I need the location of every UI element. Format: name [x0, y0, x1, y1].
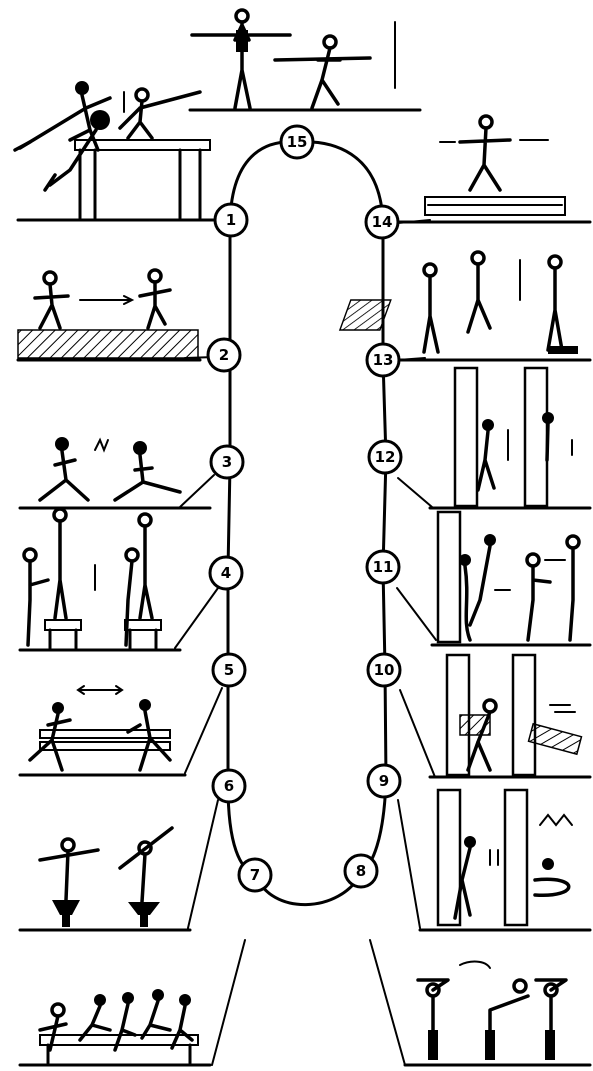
- panel-step-up-bench: [22, 507, 162, 650]
- station-15-label: 15: [287, 133, 308, 151]
- panel-stand-rotation: [416, 960, 568, 1060]
- panel-bench-hops: [38, 989, 199, 1065]
- station-8-label: 8: [356, 862, 366, 880]
- panel-beam-walk: [424, 114, 566, 216]
- station-13-label: 13: [373, 351, 394, 369]
- station-7: 7: [237, 857, 273, 893]
- panel-wall-bars-climb: [453, 366, 573, 508]
- station-13: 13: [365, 342, 401, 378]
- station-11: 11: [365, 549, 401, 585]
- station-2: 2: [206, 337, 242, 373]
- circuit-track: [226, 140, 388, 907]
- station-5: 5: [211, 652, 247, 688]
- station-14: 14: [364, 204, 400, 240]
- station-7-label: 7: [250, 866, 260, 884]
- panel-wall-bars-swing: [436, 788, 573, 927]
- station-4: 4: [208, 555, 244, 591]
- station-9-label: 9: [379, 772, 389, 790]
- panel-balance-beam-pair: [13, 81, 211, 220]
- station-markers: 1 2 3 4 5 6 7 8: [206, 124, 403, 893]
- panel-balance-disc: [38, 826, 174, 927]
- station-6-label: 6: [224, 777, 234, 795]
- station-10-label: 10: [374, 661, 395, 679]
- station-11-label: 11: [373, 558, 394, 576]
- station-4-label: 4: [221, 564, 231, 582]
- station-6: 6: [211, 768, 247, 804]
- station-9: 9: [366, 763, 402, 799]
- station-8: 8: [343, 853, 379, 889]
- panel-wall-bars-hang: [436, 510, 581, 644]
- station-15: 15: [279, 124, 315, 160]
- panel-floors: [16, 108, 592, 1067]
- panel-wall-bars-lift: [445, 653, 583, 777]
- station-3-label: 3: [222, 453, 232, 471]
- station-14-label: 14: [372, 213, 393, 231]
- station-12-label: 12: [375, 448, 396, 466]
- station-2-label: 2: [219, 346, 229, 364]
- station-5-label: 5: [224, 661, 234, 679]
- station-12: 12: [367, 439, 403, 475]
- panel-hatched-floor-run: [17, 268, 199, 359]
- station-3: 3: [209, 444, 245, 480]
- station-10: 10: [366, 652, 402, 688]
- panel-rope-jump-run: [28, 685, 172, 772]
- station-1-label: 1: [226, 211, 236, 229]
- panel-stick-exercise: [190, 8, 396, 110]
- station-1: 1: [213, 202, 249, 238]
- panel-mat-walk: [338, 250, 578, 354]
- panel-floor-lunge: [38, 437, 182, 502]
